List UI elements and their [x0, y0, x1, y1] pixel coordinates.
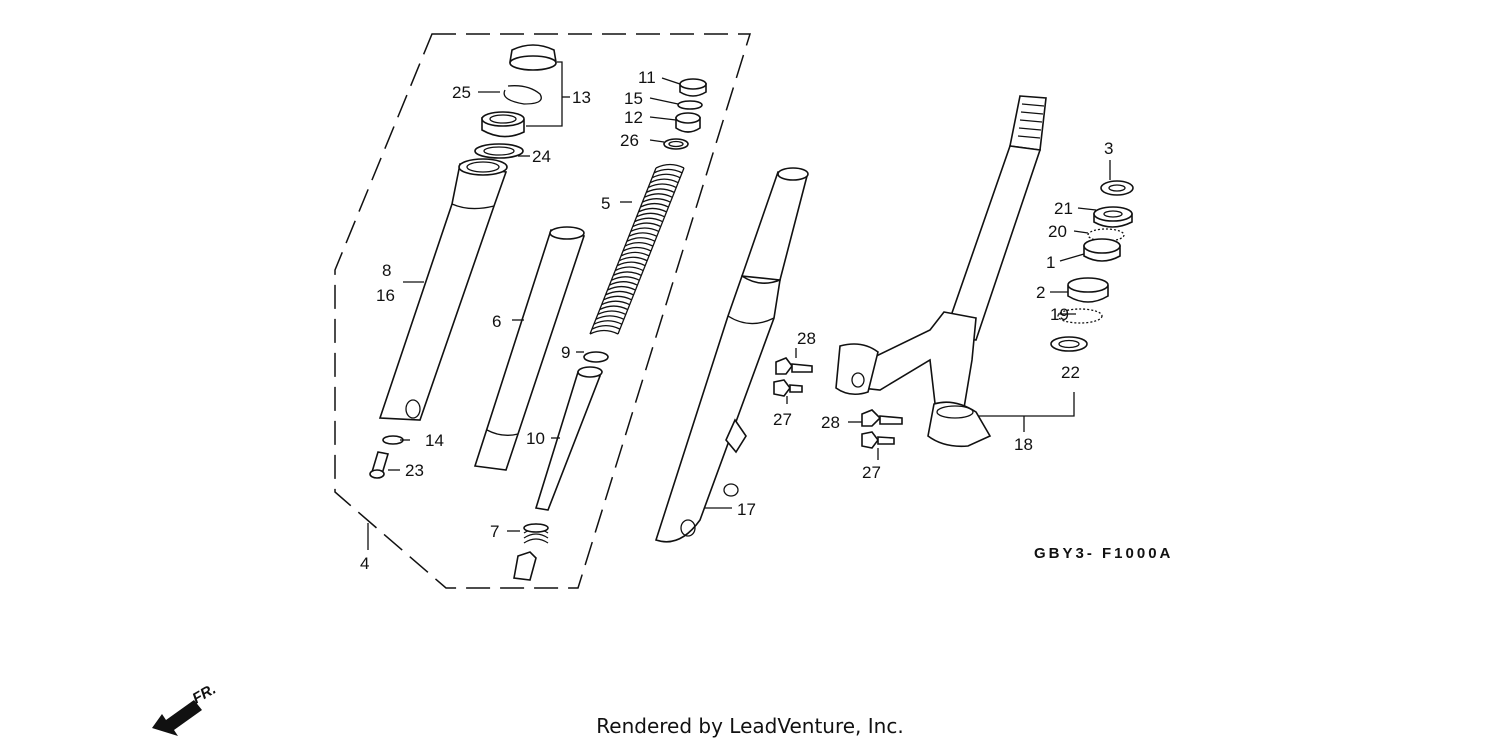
callout-24: 24 — [532, 147, 551, 166]
callout-14: 13 — [572, 88, 591, 107]
top-ball-race-part[interactable] — [1083, 238, 1121, 262]
callout-9: 9 — [561, 343, 570, 362]
callout-25: 25 — [452, 83, 471, 102]
piston-ring-part[interactable] — [583, 351, 609, 363]
steering-stem-nut-part[interactable] — [1100, 180, 1134, 196]
render-credit: Rendered by LeadVenture, Inc. — [596, 714, 904, 738]
callout-4: 4 — [360, 554, 369, 573]
callout-20: 20 — [1048, 222, 1067, 241]
fork-piston-part[interactable] — [534, 366, 603, 511]
callout-26: 26 — [620, 131, 639, 150]
flange-bolt-lower-small-part[interactable] — [861, 431, 895, 449]
callout-numbers: 13 25 24 8 16 6 5 9 10 7 11 15 12 26 14 … — [360, 68, 1113, 573]
callout-6: 6 — [492, 312, 501, 331]
callout-8: 8 — [382, 261, 391, 280]
leader-lines — [367, 61, 1111, 550]
callout-11: 11 — [638, 68, 656, 87]
callout-12: 12 — [624, 108, 643, 127]
callout-22: 22 — [1061, 363, 1080, 382]
fork-spring-part[interactable] — [589, 163, 685, 335]
bottom-ball-race-part[interactable] — [1067, 277, 1109, 303]
oil-lock-piece-part[interactable] — [513, 551, 537, 581]
callout-3: 3 — [1104, 139, 1113, 158]
callout-1: 1 — [1046, 253, 1055, 272]
callout-5: 5 — [601, 194, 610, 213]
callout-21: 21 — [1054, 199, 1073, 218]
flange-bolt-upper-small-part[interactable] — [773, 379, 803, 397]
callout-18: 18 — [1014, 435, 1033, 454]
oil-seal-part[interactable] — [481, 111, 525, 138]
flange-bolt-upper-part[interactable] — [775, 357, 813, 375]
callout-7: 7 — [490, 522, 499, 541]
clip-part[interactable] — [503, 85, 542, 105]
callout-17: 14 — [425, 431, 444, 450]
diagram-code: GBY3- F1000A — [1034, 545, 1173, 562]
top-cone-race-part[interactable] — [1093, 206, 1133, 228]
socket-bolt-part[interactable] — [369, 451, 390, 479]
rebound-spring-part[interactable] — [523, 523, 549, 544]
flange-bolt-lower-part[interactable] — [861, 409, 903, 427]
washer-part[interactable] — [663, 138, 689, 150]
callout-16: 16 — [376, 286, 395, 305]
right-fork-leg-part[interactable] — [654, 167, 809, 543]
callout-27-lower: 27 — [862, 463, 881, 482]
callout-13: 15 — [624, 89, 643, 108]
callout-10: 10 — [526, 429, 545, 448]
spacer-part[interactable] — [675, 112, 701, 133]
slider-pipe-part[interactable] — [378, 158, 508, 421]
dust-seal-part[interactable] — [509, 44, 557, 71]
bottom-cone-race-part[interactable] — [1050, 336, 1088, 352]
callout-19: 19 — [1050, 305, 1069, 324]
fork-pipe-part[interactable] — [473, 226, 586, 471]
callout-2: 2 — [1036, 283, 1045, 302]
callout-15: 17 — [737, 500, 756, 519]
callout-28-lower: 28 — [821, 413, 840, 432]
callout-28-upper: 28 — [797, 329, 816, 348]
steering-stem-part[interactable] — [835, 95, 1047, 448]
callout-23: 23 — [405, 461, 424, 480]
back-up-ring-part[interactable] — [474, 143, 524, 159]
fork-assembly-outline — [334, 33, 752, 589]
o-ring-part[interactable] — [677, 100, 703, 110]
fork-bolt-cap-part[interactable] — [679, 78, 707, 97]
lower-steel-ball-part[interactable] — [1057, 308, 1103, 324]
callout-27-upper: 27 — [773, 410, 792, 429]
upper-steel-ball-part[interactable] — [1087, 228, 1125, 242]
